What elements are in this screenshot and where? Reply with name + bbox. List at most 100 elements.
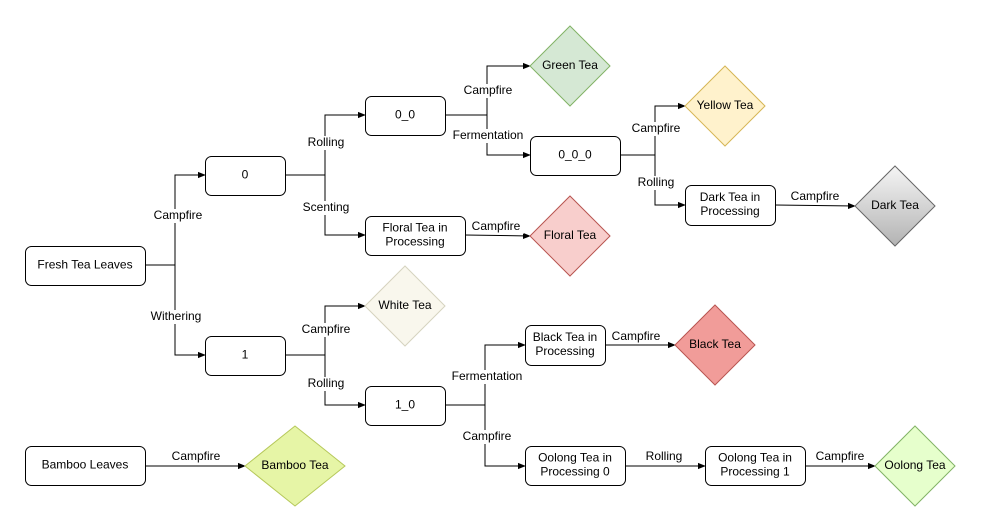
process-node-1-0[interactable]: 1_0: [365, 386, 446, 426]
edge-label-background: [639, 450, 689, 464]
edge-label-campfire: Campfire: [632, 121, 681, 135]
edge-label-campfire: Campfire: [154, 208, 203, 222]
node-label: Processing: [535, 344, 594, 358]
product-diamond: [529, 25, 611, 107]
edge-label-rolling: Rolling: [638, 175, 675, 189]
edge-label-background: [145, 310, 207, 324]
process-box: [525, 446, 626, 486]
process-box: [205, 336, 286, 376]
edge-label-background: [468, 220, 524, 234]
node-label: Bamboo Leaves: [42, 458, 129, 472]
edge-label-background: [150, 209, 206, 223]
product-node-floral-tea[interactable]: Floral Tea: [529, 195, 611, 277]
edge-label-background: [301, 377, 351, 391]
process-box: [685, 185, 776, 226]
process-node-bamboo-leaves[interactable]: Bamboo Leaves: [25, 446, 146, 486]
node-label: Processing 1: [720, 465, 790, 479]
edge-label-campfire: Campfire: [463, 429, 512, 443]
node-label: 0: [242, 168, 249, 182]
edge-label-background: [168, 450, 224, 464]
edge-label-rolling: Rolling: [308, 376, 345, 390]
edge-label-campfire: Campfire: [612, 329, 661, 343]
edge-label-campfire: Campfire: [302, 322, 351, 336]
process-node-1[interactable]: 1: [205, 336, 286, 376]
product-node-dark-tea[interactable]: Dark Tea: [854, 165, 936, 247]
product-node-white-tea[interactable]: White Tea: [364, 265, 446, 347]
product-node-yellow-tea[interactable]: Yellow Tea: [684, 65, 766, 147]
product-node-oolong-tea[interactable]: Oolong Tea: [874, 425, 956, 507]
edge-label-background: [459, 430, 515, 444]
node-label: Floral Tea in: [382, 221, 447, 235]
edge-label-background: [631, 176, 681, 190]
process-node-0-0[interactable]: 0_0: [365, 96, 446, 136]
node-label: Oolong Tea in: [718, 451, 792, 465]
edge-labels-layer: CampfireWitheringRollingScentingCampfire…: [145, 83, 868, 464]
edge-label-background: [447, 129, 529, 143]
edge-label-background: [298, 323, 354, 337]
edge-label-rolling: Rolling: [646, 449, 683, 463]
node-label: Dark Tea in: [700, 190, 760, 204]
node-label: Dark Tea: [871, 198, 919, 212]
process-box: [205, 156, 286, 196]
node-label: Processing: [385, 235, 444, 249]
product-diamond: [364, 265, 446, 347]
edge-label-fermentation: Fermentation: [452, 369, 523, 383]
edge-label-background: [298, 201, 354, 215]
edge-label-fermentation: Fermentation: [453, 128, 524, 142]
node-label: Black Tea in: [533, 330, 597, 344]
node-label: Floral Tea: [544, 228, 597, 242]
node-label: Green Tea: [542, 58, 598, 72]
edge-label-scenting: Scenting: [303, 200, 350, 214]
node-label: 1: [242, 348, 249, 362]
process-node-0-0-0[interactable]: 0_0_0: [530, 136, 621, 176]
edge-label-rolling: Rolling: [308, 135, 345, 149]
edge-label-background: [812, 450, 868, 464]
edge-label-background: [787, 190, 843, 204]
process-box: [365, 96, 446, 136]
product-diamond: [674, 304, 756, 386]
node-label: Yellow Tea: [697, 98, 754, 112]
product-diamond: [244, 425, 346, 507]
edge-label-background: [460, 84, 516, 98]
process-node-0[interactable]: 0: [205, 156, 286, 196]
node-label: Bamboo Tea: [261, 458, 328, 472]
product-diamond: [854, 165, 936, 247]
node-label: Processing: [700, 204, 759, 218]
node-label: White Tea: [378, 298, 431, 312]
product-node-bamboo-tea[interactable]: Bamboo Tea: [244, 425, 346, 507]
node-label: Processing 0: [540, 465, 610, 479]
product-node-green-tea[interactable]: Green Tea: [529, 25, 611, 107]
edge-label-campfire: Campfire: [464, 83, 513, 97]
process-node-fresh-tea-leaves[interactable]: Fresh Tea Leaves: [25, 246, 146, 286]
process-box: [530, 136, 621, 176]
product-diamond: [684, 65, 766, 147]
product-diamond: [874, 425, 956, 507]
node-label: 0_0_0: [558, 148, 592, 162]
edge-label-background: [446, 370, 528, 384]
product-node-black-tea[interactable]: Black Tea: [674, 304, 756, 386]
node-label: 0_0: [395, 108, 415, 122]
product-diamond: [529, 195, 611, 277]
edge-label-withering: Withering: [151, 309, 202, 323]
node-label: Oolong Tea: [884, 458, 945, 472]
edge-label-background: [608, 330, 664, 344]
node-label: Black Tea: [689, 337, 741, 351]
node-label: Fresh Tea Leaves: [37, 258, 132, 272]
edge-label-background: [628, 122, 684, 136]
edges-layer: [145, 62, 876, 470]
node-label: 1_0: [395, 398, 415, 412]
process-box: [525, 325, 606, 366]
node-label: Oolong Tea in: [538, 451, 612, 465]
process-box: [25, 246, 146, 286]
edge-label-background: [301, 136, 351, 150]
edge-label-campfire: Campfire: [816, 449, 865, 463]
process-box: [365, 386, 446, 426]
process-box: [365, 216, 466, 256]
edge-dark_proc-to-dark: [774, 202, 856, 210]
